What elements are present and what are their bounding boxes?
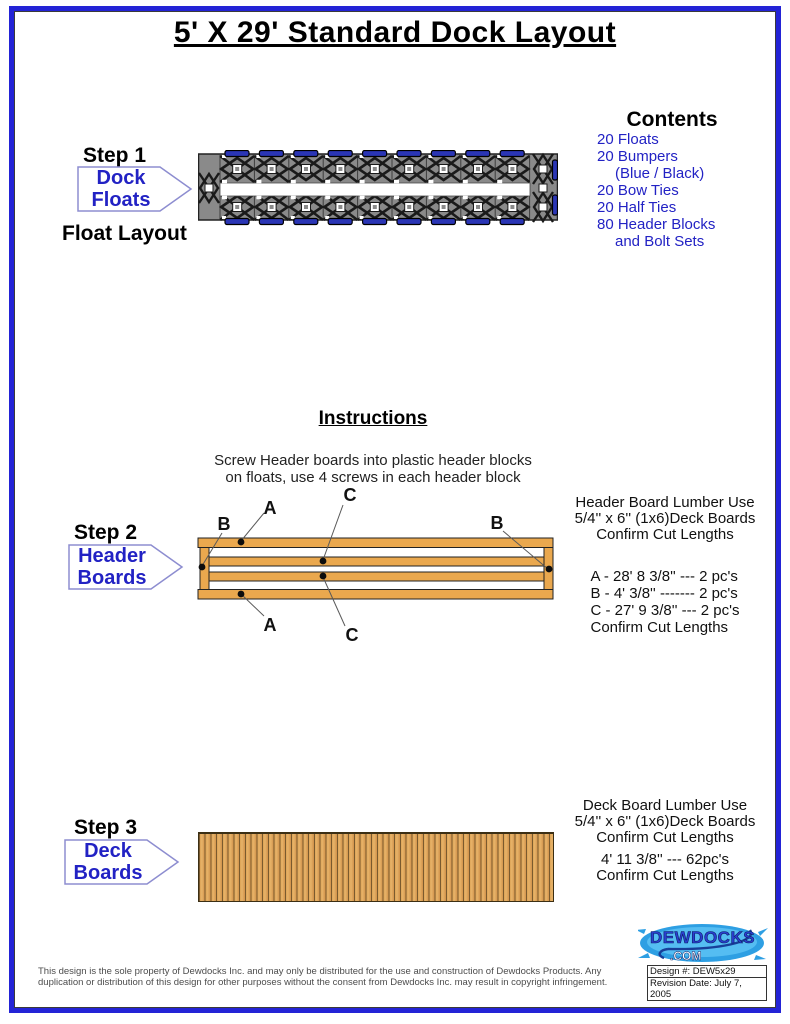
float-layout-caption: Float Layout xyxy=(62,222,187,245)
note-line: 5/4'' x 6'' (1x6)Deck Boards xyxy=(574,813,756,830)
label-b-right: B xyxy=(491,513,504,533)
deck-board-cutlist: 4' 11 3/8'' --- 62pc's Confirm Cut Lengt… xyxy=(560,852,770,884)
step1-tag-line1: Dock xyxy=(96,167,146,189)
design-info-box: Design #: DEW5x29 Revision Date: July 7,… xyxy=(647,965,767,1001)
step2-tag: Header Boards xyxy=(68,544,184,590)
step3-arrow-banner xyxy=(64,839,180,885)
instructions-heading: Instructions xyxy=(318,408,428,429)
contents-item: and Bolt Sets xyxy=(615,233,705,250)
design-number: Design #: DEW5x29 xyxy=(648,966,766,978)
deck-boards-diagram xyxy=(198,832,554,902)
note-line: Deck Board Lumber Use xyxy=(582,797,748,814)
legal-text: This design is the sole property of Dewd… xyxy=(38,966,638,988)
page-title: 5' X 29' Standard Dock Layout xyxy=(173,16,617,49)
cut-a: A - 28' 8 3/8'' --- 2 pc's xyxy=(590,568,738,585)
cut-b: B - 4' 3/8'' ------- 2 pc's xyxy=(590,585,738,602)
step2-arrow-banner xyxy=(68,544,184,590)
step1-tag-line2: Floats xyxy=(91,189,151,211)
step3-label: Step 3 xyxy=(74,816,138,839)
contents-item: (Blue / Black) xyxy=(615,165,705,182)
label-c-top: C xyxy=(344,485,357,505)
step2-label: Step 2 xyxy=(74,521,138,544)
note-line: Confirm Cut Lengths xyxy=(596,829,734,846)
contents-item: 20 Floats xyxy=(597,131,659,148)
confirm-cut-lengths: Confirm Cut Lengths xyxy=(590,619,729,636)
label-c-bottom: C xyxy=(346,625,359,645)
header-boards-diagram: A B C B A C xyxy=(197,485,554,645)
label-a-bottom: A xyxy=(264,615,277,635)
cut-c: C - 27' 9 3/8'' --- 2 pc's xyxy=(590,602,740,619)
contents-item: 80 Header Blocks xyxy=(597,216,716,233)
logo-sub-text: .COM xyxy=(670,949,701,963)
legal-line2: duplication or distribution of this desi… xyxy=(38,977,608,988)
label-a-top: A xyxy=(264,498,277,518)
step3-tag-line2: Boards xyxy=(73,862,143,884)
contents-item: 20 Bumpers xyxy=(597,148,678,165)
step1-label: Step 1 xyxy=(83,144,147,167)
float-layout-diagram xyxy=(198,150,558,226)
step2-tag-line2: Boards xyxy=(77,567,147,589)
step3-tag: Deck Boards xyxy=(64,839,180,885)
logo-text: DEWDOCKS xyxy=(650,928,755,947)
dewdocks-logo: DEWDOCKS .COM xyxy=(638,924,768,963)
cut-deck: 4' 11 3/8'' --- 62pc's xyxy=(601,851,729,868)
step1-arrow-banner xyxy=(77,166,193,212)
contents-item: 20 Half Ties xyxy=(597,199,677,216)
note-line: Header Board Lumber Use xyxy=(575,494,755,511)
header-board-cutlist: A - 28' 8 3/8'' --- 2 pc's B - 4' 3/8'' … xyxy=(560,568,770,636)
step1-tag: Dock Floats xyxy=(77,166,193,212)
revision-date: Revision Date: July 7, 2005 xyxy=(650,978,742,1000)
label-b-left: B xyxy=(218,514,231,534)
step2-tag-line1: Header xyxy=(78,545,146,567)
deck-board-notes: Deck Board Lumber Use 5/4'' x 6'' (1x6)D… xyxy=(560,798,770,846)
confirm-cut-lengths: Confirm Cut Lengths xyxy=(596,867,734,884)
note-line: Confirm Cut Lengths xyxy=(596,526,734,543)
instructions-line1: Screw Header boards into plastic header … xyxy=(214,452,532,469)
header-board-notes: Header Board Lumber Use 5/4'' x 6'' (1x6… xyxy=(560,495,770,543)
step3-tag-line1: Deck xyxy=(84,840,132,862)
note-line: 5/4'' x 6'' (1x6)Deck Boards xyxy=(574,510,756,527)
contents-item: 20 Bow Ties xyxy=(597,182,679,199)
instructions-line2: on floats, use 4 screws in each header b… xyxy=(225,469,521,486)
legal-line1: This design is the sole property of Dewd… xyxy=(38,966,602,977)
contents-heading: Contents xyxy=(626,108,718,131)
